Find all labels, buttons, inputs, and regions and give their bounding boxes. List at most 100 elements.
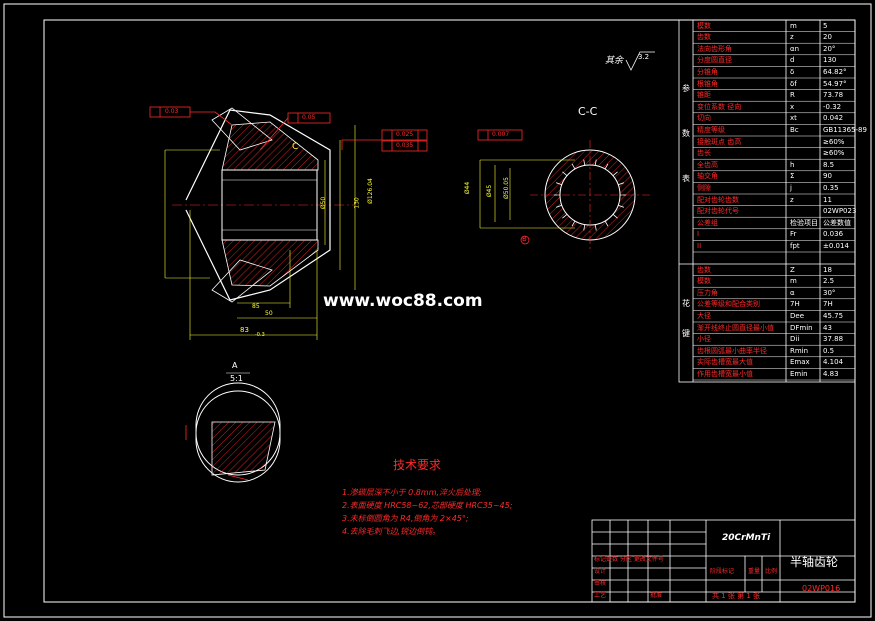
param-val: GB11365-89 <box>823 125 867 134</box>
param-side-label: 表 <box>682 174 690 183</box>
tech-line: 4.去除毛刺飞边,锐边倒钝。 <box>342 527 441 536</box>
spline-name: 小径 <box>697 335 711 344</box>
dim-dia-50: Ø50 <box>320 196 328 210</box>
param-name: 侧隙 <box>697 183 711 192</box>
spline-val: 4.83 <box>823 369 839 378</box>
spline-tooth <box>571 220 576 227</box>
dim-len-85: 85 <box>252 303 260 310</box>
tb-row-label: 标记处数 分区 更改文件号 <box>594 556 664 563</box>
spline-sym: α <box>790 288 795 297</box>
spline-sym: Z <box>790 265 795 274</box>
param-sym: Σ <box>790 172 795 181</box>
param-name: 模数 <box>697 21 711 30</box>
gear-section-view <box>149 106 523 340</box>
param-name: 变位系数 径向 <box>697 102 742 111</box>
dim-tol-2: 0.05 <box>302 114 316 121</box>
tech-title: 技术要求 <box>393 458 442 472</box>
outer-frame <box>3 3 872 618</box>
param-name: II <box>697 241 702 250</box>
spline-val: 43 <box>823 323 832 332</box>
param-val: 20° <box>823 44 836 53</box>
spline-val: 37.88 <box>823 335 844 344</box>
param-val: 90 <box>823 172 832 181</box>
param-name: 根锥角 <box>697 79 718 88</box>
param-sym: h <box>790 160 795 169</box>
spline-name: 齿数 <box>697 265 711 274</box>
param-sym: x <box>790 102 795 111</box>
param-sym: j <box>790 183 792 192</box>
spline-sym: Dii <box>790 335 800 344</box>
roughness-label: 其余 <box>605 56 624 66</box>
material-label: 20CrMnTi <box>722 533 771 543</box>
param-sym: R <box>790 91 795 100</box>
spline-sym: Emin <box>790 369 808 378</box>
spline-tooth <box>594 159 597 166</box>
tb-col-label: 重量 <box>748 568 761 575</box>
spline-tooth <box>604 220 609 227</box>
dim-tol-3: 0.025 <box>396 131 414 138</box>
param-name: 锥距 <box>697 91 711 100</box>
detail-a-view <box>185 372 281 483</box>
spline-sym: Emax <box>790 358 810 367</box>
detail-scale: 5:1 <box>230 374 243 383</box>
dim-tol-1: 0.03 <box>165 108 179 115</box>
param-side-label: 数 <box>682 129 690 138</box>
datum-b-marker: B <box>522 235 527 243</box>
param-sym: z <box>790 195 794 204</box>
param-name: I <box>697 230 700 239</box>
dim-len-83: 83 <box>240 326 249 334</box>
spline-name: 实际齿槽宽最大值 <box>697 358 753 367</box>
spline-val: 18 <box>823 265 832 274</box>
spline-name: 压力角 <box>697 288 718 297</box>
spline-tooth <box>618 182 624 186</box>
dim-tol-4: 0.035 <box>396 142 414 149</box>
spline-sym: Dee <box>790 311 805 320</box>
spline-val: 2.5 <box>823 277 835 286</box>
spline-tooth <box>556 182 562 186</box>
spline-tooth <box>604 163 609 170</box>
param-sym: δ <box>790 67 795 76</box>
param-sym: Bc <box>790 125 799 134</box>
spline-side-label: 键 <box>682 329 690 338</box>
param-name: 分度圆直径 <box>697 56 732 65</box>
spline-sym: 7H <box>790 300 800 309</box>
dim-len-50: 50 <box>265 310 273 317</box>
spline-tooth <box>556 204 562 208</box>
tb-row-label: 设计 <box>594 568 607 575</box>
roughness-symbol <box>625 51 655 71</box>
spline-name: 模数 <box>697 277 711 286</box>
spline-val: 0.5 <box>823 346 835 355</box>
spline-name: 齿根圆弧最小曲率半径 <box>697 346 767 355</box>
param-name: 切向 <box>697 114 711 123</box>
tech-list: 1.渗碳层深不小于 0.8mm,淬火后处理; 2.表面硬度 HRC58~62,芯… <box>342 489 512 536</box>
dim-tol-83: -0.3 <box>255 332 265 338</box>
dim-tol-6: 0.007 <box>492 131 510 138</box>
param-val: 54.97° <box>823 79 847 88</box>
param-name: 法向齿形角 <box>697 44 732 53</box>
tb-row-label: 工艺 <box>594 592 607 599</box>
watermark: www.woc88.com <box>323 291 483 311</box>
param-val: 公差数值 <box>823 218 851 227</box>
tech-line: 2.表面硬度 HRC58~62,芯部硬度 HRC35~45; <box>342 501 513 510</box>
param-val: 20 <box>823 33 832 42</box>
parameter-rows <box>693 31 855 381</box>
section-label: C-C <box>578 105 598 118</box>
roughness-value: 3.2 <box>638 53 650 61</box>
spline-side-label: 花 <box>682 299 690 308</box>
tb-row-label: 审核 <box>594 580 607 587</box>
param-val: 02WP023 <box>823 207 857 216</box>
param-sym: d <box>790 56 795 65</box>
spline-sym: Rmin <box>790 346 809 355</box>
param-name: 分锥角 <box>697 67 718 76</box>
param-name: 全齿高 <box>697 160 718 169</box>
dim-dia-126: Ø126.04 <box>366 178 374 204</box>
tb-col-label: 比例 <box>765 568 778 575</box>
tech-line: 1.渗碳层深不小于 0.8mm,淬火后处理; <box>342 488 482 497</box>
param-val: ±0.014 <box>823 241 849 250</box>
param-sym: δf <box>790 79 797 88</box>
spline-val: 45.75 <box>823 311 844 320</box>
title-block <box>591 519 856 603</box>
section-c-marker: C <box>292 142 299 152</box>
param-sym: αn <box>790 44 800 53</box>
param-val: 0.042 <box>823 114 844 123</box>
